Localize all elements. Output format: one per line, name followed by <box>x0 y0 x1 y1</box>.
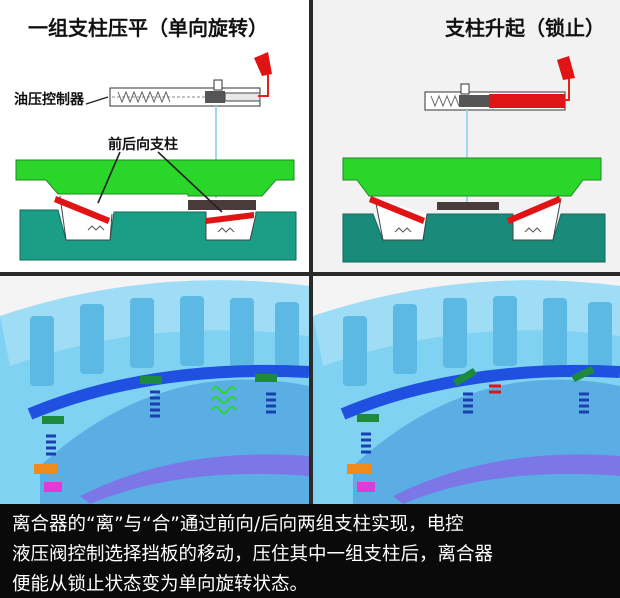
mechanism-diagram-locked <box>342 56 606 263</box>
strut-forward <box>369 196 425 224</box>
panel-locked: 支柱升起（锁止） <box>313 0 620 272</box>
strut-forward <box>54 196 110 224</box>
panel-one-way-rotation: 一组支柱压平（单向旋转） 油压控制器 前后向支柱 <box>0 0 309 272</box>
render-one-way <box>0 276 309 504</box>
caption-line-3: 便能从锁止状态变为单向旋转状态。 <box>12 574 309 595</box>
panel-title: 支柱升起（锁止） <box>445 16 605 40</box>
strut-forward <box>42 374 277 424</box>
caption-line-2: 液压阀控制选择挡板的移动，压住其中一组支柱后，离合器 <box>12 544 494 565</box>
selector-blocker <box>437 202 499 210</box>
mechanism-diagram-one-way <box>15 52 297 261</box>
panel-title: 一组支柱压平（单向旋转） <box>28 16 268 40</box>
caption-bar: 离合器的“离”与“合”通过前向/后向两组支柱实现，电控 液压阀控制选择挡板的移动… <box>0 504 620 598</box>
clutch-render-one-way <box>0 280 309 504</box>
divider-horizontal <box>0 272 620 276</box>
strut-reverse <box>206 212 254 224</box>
hydraulic-valve <box>109 52 272 107</box>
upper-plate <box>15 159 295 197</box>
selector-blocker <box>188 200 256 210</box>
label-hydraulic-controller: 油压控制器 <box>14 92 84 108</box>
strut-reverse <box>507 196 561 224</box>
caption-line-1: 离合器的“离”与“合”通过前向/后向两组支柱实现，电控 <box>12 514 464 535</box>
strut-reverse <box>357 366 595 422</box>
upper-plate <box>342 157 602 197</box>
hydraulic-valve <box>424 56 575 111</box>
divider-vertical <box>309 0 313 504</box>
render-locked <box>313 276 620 504</box>
label-struts: 前后向支柱 <box>108 137 178 153</box>
clutch-render-locked <box>313 280 620 504</box>
